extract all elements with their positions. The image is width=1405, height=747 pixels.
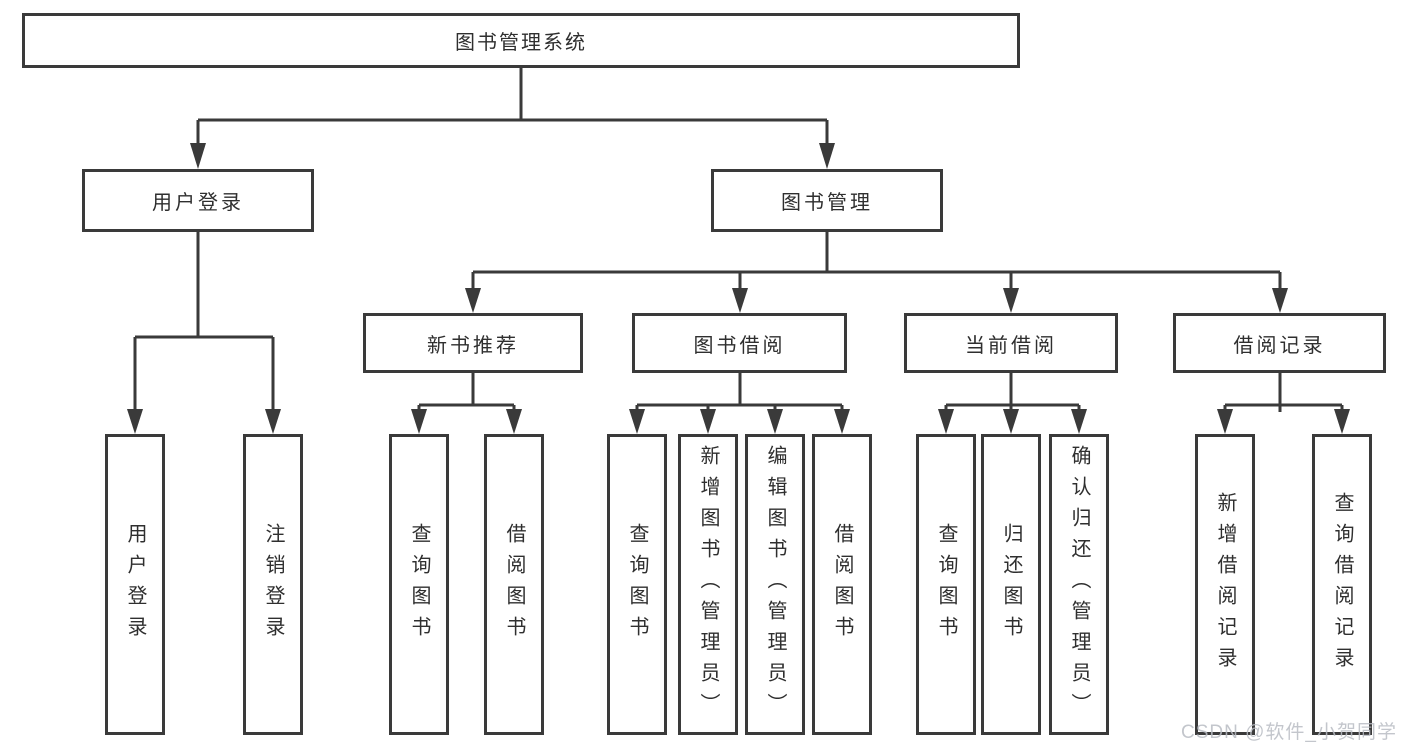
arrowhead	[1003, 409, 1019, 434]
node-label: 图书管理系统	[455, 32, 587, 54]
arrowhead	[1334, 409, 1350, 434]
arrowhead	[767, 409, 783, 434]
arrowhead	[1003, 288, 1019, 313]
node-leaf-logout: 注销登录	[243, 434, 303, 735]
node-leaf-borrow-books-1: 借阅图书	[484, 434, 544, 735]
arrowhead	[938, 409, 954, 434]
node-leaf-query-borrow-record: 查询借阅记录	[1312, 434, 1372, 735]
node-leaf-return-books: 归还图书	[981, 434, 1041, 735]
arrowhead	[1071, 409, 1087, 434]
node-label: 注销登录	[262, 522, 284, 647]
node-leaf-edit-books-admin: 编辑图书（管理员）	[745, 434, 805, 735]
arrowhead	[465, 288, 481, 313]
arrowhead	[629, 409, 645, 434]
node-leaf-confirm-return-admin: 确认归还（管理员）	[1049, 434, 1109, 735]
node-label: 新增图书（管理员）	[697, 445, 719, 724]
arrowhead	[411, 409, 427, 434]
node-book-borrowing: 图书借阅	[632, 313, 847, 373]
node-label: 查询图书	[935, 522, 957, 647]
node-label: 编辑图书（管理员）	[764, 445, 786, 724]
node-label: 新增借阅记录	[1214, 491, 1236, 678]
node-leaf-query-books-1: 查询图书	[389, 434, 449, 735]
node-label: 用户登录	[152, 192, 244, 214]
node-label: 确认归还（管理员）	[1068, 445, 1090, 724]
node-borrowing-records: 借阅记录	[1173, 313, 1386, 373]
node-new-book-recommend: 新书推荐	[363, 313, 583, 373]
arrowhead	[1217, 409, 1233, 434]
node-leaf-borrow-books-2: 借阅图书	[812, 434, 872, 735]
arrowhead	[732, 288, 748, 313]
node-root-library-system: 图书管理系统	[22, 13, 1020, 68]
node-leaf-query-books-2: 查询图书	[607, 434, 667, 735]
arrowhead	[700, 409, 716, 434]
node-label: 查询借阅记录	[1331, 491, 1353, 678]
node-label: 当前借阅	[965, 334, 1057, 357]
tree-edges	[133, 68, 1344, 412]
node-leaf-add-borrow-record: 新增借阅记录	[1195, 434, 1255, 735]
node-label: 归还图书	[1000, 522, 1022, 647]
arrowhead	[127, 409, 143, 434]
node-leaf-user-login: 用户登录	[105, 434, 165, 735]
node-label: 查询图书	[626, 522, 648, 647]
node-label: 图书借阅	[693, 334, 786, 357]
node-book-management-branch: 图书管理	[711, 169, 943, 232]
arrowhead	[190, 143, 206, 169]
node-label: 图书管理	[781, 192, 873, 214]
node-user-login-branch: 用户登录	[82, 169, 314, 232]
node-leaf-query-books-3: 查询图书	[916, 434, 976, 735]
arrowhead	[265, 409, 281, 434]
arrowhead	[506, 409, 522, 434]
node-label: 查询图书	[408, 522, 430, 647]
node-label: 用户登录	[124, 522, 146, 647]
arrowhead	[819, 143, 835, 169]
node-label: 新书推荐	[427, 334, 519, 357]
arrowhead	[1272, 288, 1288, 313]
node-leaf-add-books-admin: 新增图书（管理员）	[678, 434, 738, 735]
node-label: 借阅记录	[1233, 334, 1326, 357]
arrowhead	[834, 409, 850, 434]
node-label: 借阅图书	[503, 522, 525, 647]
node-label: 借阅图书	[831, 522, 853, 647]
node-current-borrowing: 当前借阅	[904, 313, 1118, 373]
